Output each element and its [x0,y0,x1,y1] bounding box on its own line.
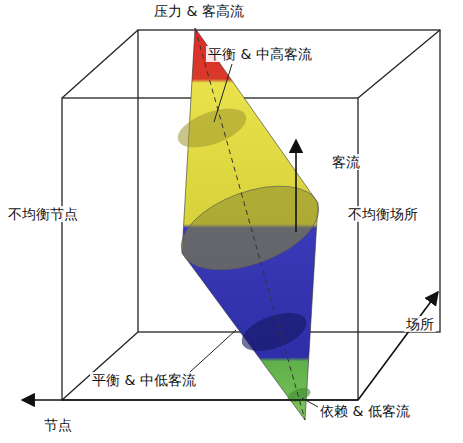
region-label: 不均衡场所 [346,206,420,222]
region-label: 客流 [330,154,362,170]
region-label: 不均衡节点 [6,206,80,222]
cube-edges [62,30,440,400]
region-label: 平衡 & 中低客流 [90,372,198,388]
region-label: 依赖 & 低客流 [318,403,412,419]
region-label: 节点 [42,417,74,433]
region-label: 压力 & 客高流 [152,3,246,19]
leader-lines [190,64,318,407]
axes [22,140,438,400]
region-label: 场所 [404,316,436,332]
region-label: 平衡 & 中高客流 [206,46,314,62]
double-cone [170,28,330,420]
